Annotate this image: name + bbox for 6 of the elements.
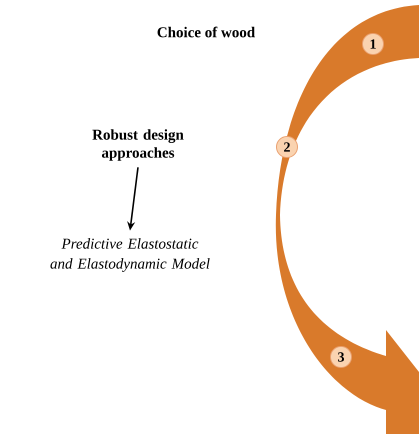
step-number: 3 (330, 346, 352, 368)
step-number: 2 (276, 136, 298, 158)
step-number: 1 (362, 33, 384, 55)
heading-text: Robust design approaches (92, 129, 184, 161)
heading-text: Choice of wood (158, 26, 255, 38)
italic-text: Predictive Elastostatic and Elastodynamic Model (50, 238, 210, 272)
